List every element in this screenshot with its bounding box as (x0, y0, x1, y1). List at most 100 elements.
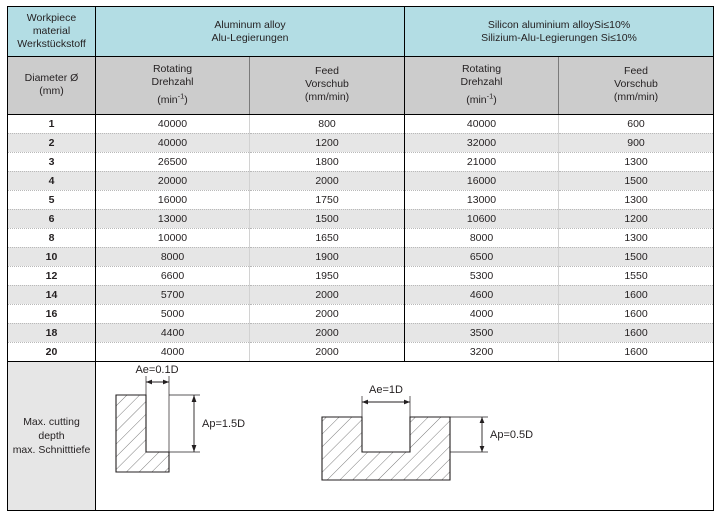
subheader-diameter-line1: Diameter Ø (24, 71, 79, 84)
cell-diameter: 18 (7, 323, 96, 343)
cell-aluminum-rotating: 16000 (95, 190, 250, 210)
cell-silicon-feed: 1500 (558, 247, 714, 267)
cell-aluminum-rotating: 13000 (95, 209, 250, 229)
cell-silicon-rotating: 5300 (404, 266, 559, 286)
cell-diameter: 3 (7, 152, 96, 172)
cell-aluminum-feed: 800 (249, 114, 405, 134)
cell-silicon-feed: 1600 (558, 323, 714, 343)
material-silicon-de: Silizium-Alu-Legierungen Si≤10% (481, 31, 637, 44)
workpiece-material-header: Workpiece material Werkstückstoff (7, 6, 96, 57)
cell-silicon-feed: 600 (558, 114, 714, 134)
subheader-diameter-line2: (mm) (39, 84, 64, 97)
column-subheader-row: Diameter Ø (mm) Rotating Drehzahl (min-1… (7, 56, 714, 115)
cutting-depth-line2: depth (38, 429, 65, 442)
cell-silicon-rotating: 21000 (404, 152, 559, 172)
workpiece-section-hatched (321, 415, 451, 481)
subheader-feed-line1: Feed (624, 65, 648, 78)
cell-aluminum-feed: 2000 (249, 304, 405, 324)
subheader-rotating-unit: (min-1) (157, 91, 188, 106)
cutting-depth-line3: max. Schnitttiefe (12, 443, 91, 456)
subheader-rotating-unit: (min-1) (466, 91, 497, 106)
cutting-depth-row: Max. cutting depth max. Schnitttiefe (7, 361, 714, 510)
cell-silicon-feed: 1300 (558, 228, 714, 248)
cell-diameter: 4 (7, 171, 96, 191)
cell-silicon-feed: 900 (558, 133, 714, 153)
cell-diameter: 14 (7, 285, 96, 305)
subheader-rotating-aluminum: Rotating Drehzahl (min-1) (95, 56, 250, 115)
max-cutting-depth-label: Max. cutting depth max. Schnitttiefe (7, 361, 96, 510)
ae-arrow-right (404, 399, 410, 404)
cell-aluminum-feed: 2000 (249, 285, 405, 305)
workpiece-material-line1: Workpiece (26, 12, 77, 24)
cell-silicon-rotating: 13000 (404, 190, 559, 210)
subheader-feed-silicon: Feed Vorschub (mm/min) (558, 56, 714, 115)
spec-sheet: Workpiece material Werkstückstoff Alumin… (0, 6, 719, 511)
material-silicon-en: Silicon aluminium alloySi≤10% (487, 18, 631, 31)
ae-label: Ae=0.1D (135, 364, 178, 376)
cell-aluminum-rotating: 5700 (95, 285, 250, 305)
ae-arrow-right (163, 379, 169, 384)
table-header: Workpiece material Werkstückstoff Alumin… (7, 6, 714, 115)
cell-aluminum-feed: 1200 (249, 133, 405, 153)
side-milling-diagram: Ae=0.1D Ap=1.5D (115, 364, 245, 473)
cell-aluminum-rotating: 5000 (95, 304, 250, 324)
cell-diameter: 8 (7, 228, 96, 248)
cell-aluminum-rotating: 20000 (95, 171, 250, 191)
cell-silicon-rotating: 32000 (404, 133, 559, 153)
cell-diameter: 2 (7, 133, 96, 153)
workpiece-material-line2: material (32, 25, 71, 37)
cell-silicon-feed: 1600 (558, 304, 714, 324)
material-aluminum-de: Alu-Legierungen (211, 31, 289, 44)
cell-aluminum-rotating: 8000 (95, 247, 250, 267)
subheader-feed-aluminum: Feed Vorschub (mm/min) (249, 56, 405, 115)
cell-diameter: 16 (7, 304, 96, 324)
cell-silicon-rotating: 16000 (404, 171, 559, 191)
material-header-row: Workpiece material Werkstückstoff Alumin… (7, 6, 714, 57)
ae-label: Ae=1D (369, 384, 403, 396)
cell-aluminum-feed: 1800 (249, 152, 405, 172)
cell-diameter: 5 (7, 190, 96, 210)
cell-aluminum-rotating: 4000 (95, 342, 250, 362)
cell-diameter: 6 (7, 209, 96, 229)
ap-label: Ap=1.5D (202, 418, 245, 430)
cell-diameter: 1 (7, 114, 96, 134)
ae-arrow-left (146, 379, 152, 384)
cell-aluminum-rotating: 6600 (95, 266, 250, 286)
cell-silicon-rotating: 3500 (404, 323, 559, 343)
cell-silicon-rotating: 4000 (404, 304, 559, 324)
slot-milling-diagram: Ae=1D Ap=0.5D (321, 384, 533, 481)
ap-arrow-bottom (191, 444, 197, 452)
cutting-depth-line1: Max. cutting (23, 415, 80, 428)
subheader-feed-line3: (mm/min) (304, 91, 350, 104)
cell-silicon-rotating: 6500 (404, 247, 559, 267)
cell-aluminum-rotating: 40000 (95, 133, 250, 153)
machining-parameters-table: Workpiece material Werkstückstoff Alumin… (7, 6, 715, 511)
cell-silicon-rotating: 8000 (404, 228, 559, 248)
ap-arrow-top (479, 416, 485, 423)
cell-aluminum-feed: 1500 (249, 209, 405, 229)
subheader-feed-line2: Vorschub (614, 78, 658, 91)
material-aluminum-en: Aluminum alloy (214, 18, 286, 31)
ap-arrow-top (191, 394, 197, 402)
cell-aluminum-rotating: 40000 (95, 114, 250, 134)
cell-silicon-feed: 1300 (558, 190, 714, 210)
cell-aluminum-feed: 1650 (249, 228, 405, 248)
cell-aluminum-feed: 2000 (249, 323, 405, 343)
cell-silicon-feed: 1300 (558, 152, 714, 172)
cell-silicon-rotating: 10600 (404, 209, 559, 229)
cell-silicon-feed: 1200 (558, 209, 714, 229)
ap-arrow-bottom (479, 445, 485, 452)
cell-silicon-feed: 1550 (558, 266, 714, 286)
